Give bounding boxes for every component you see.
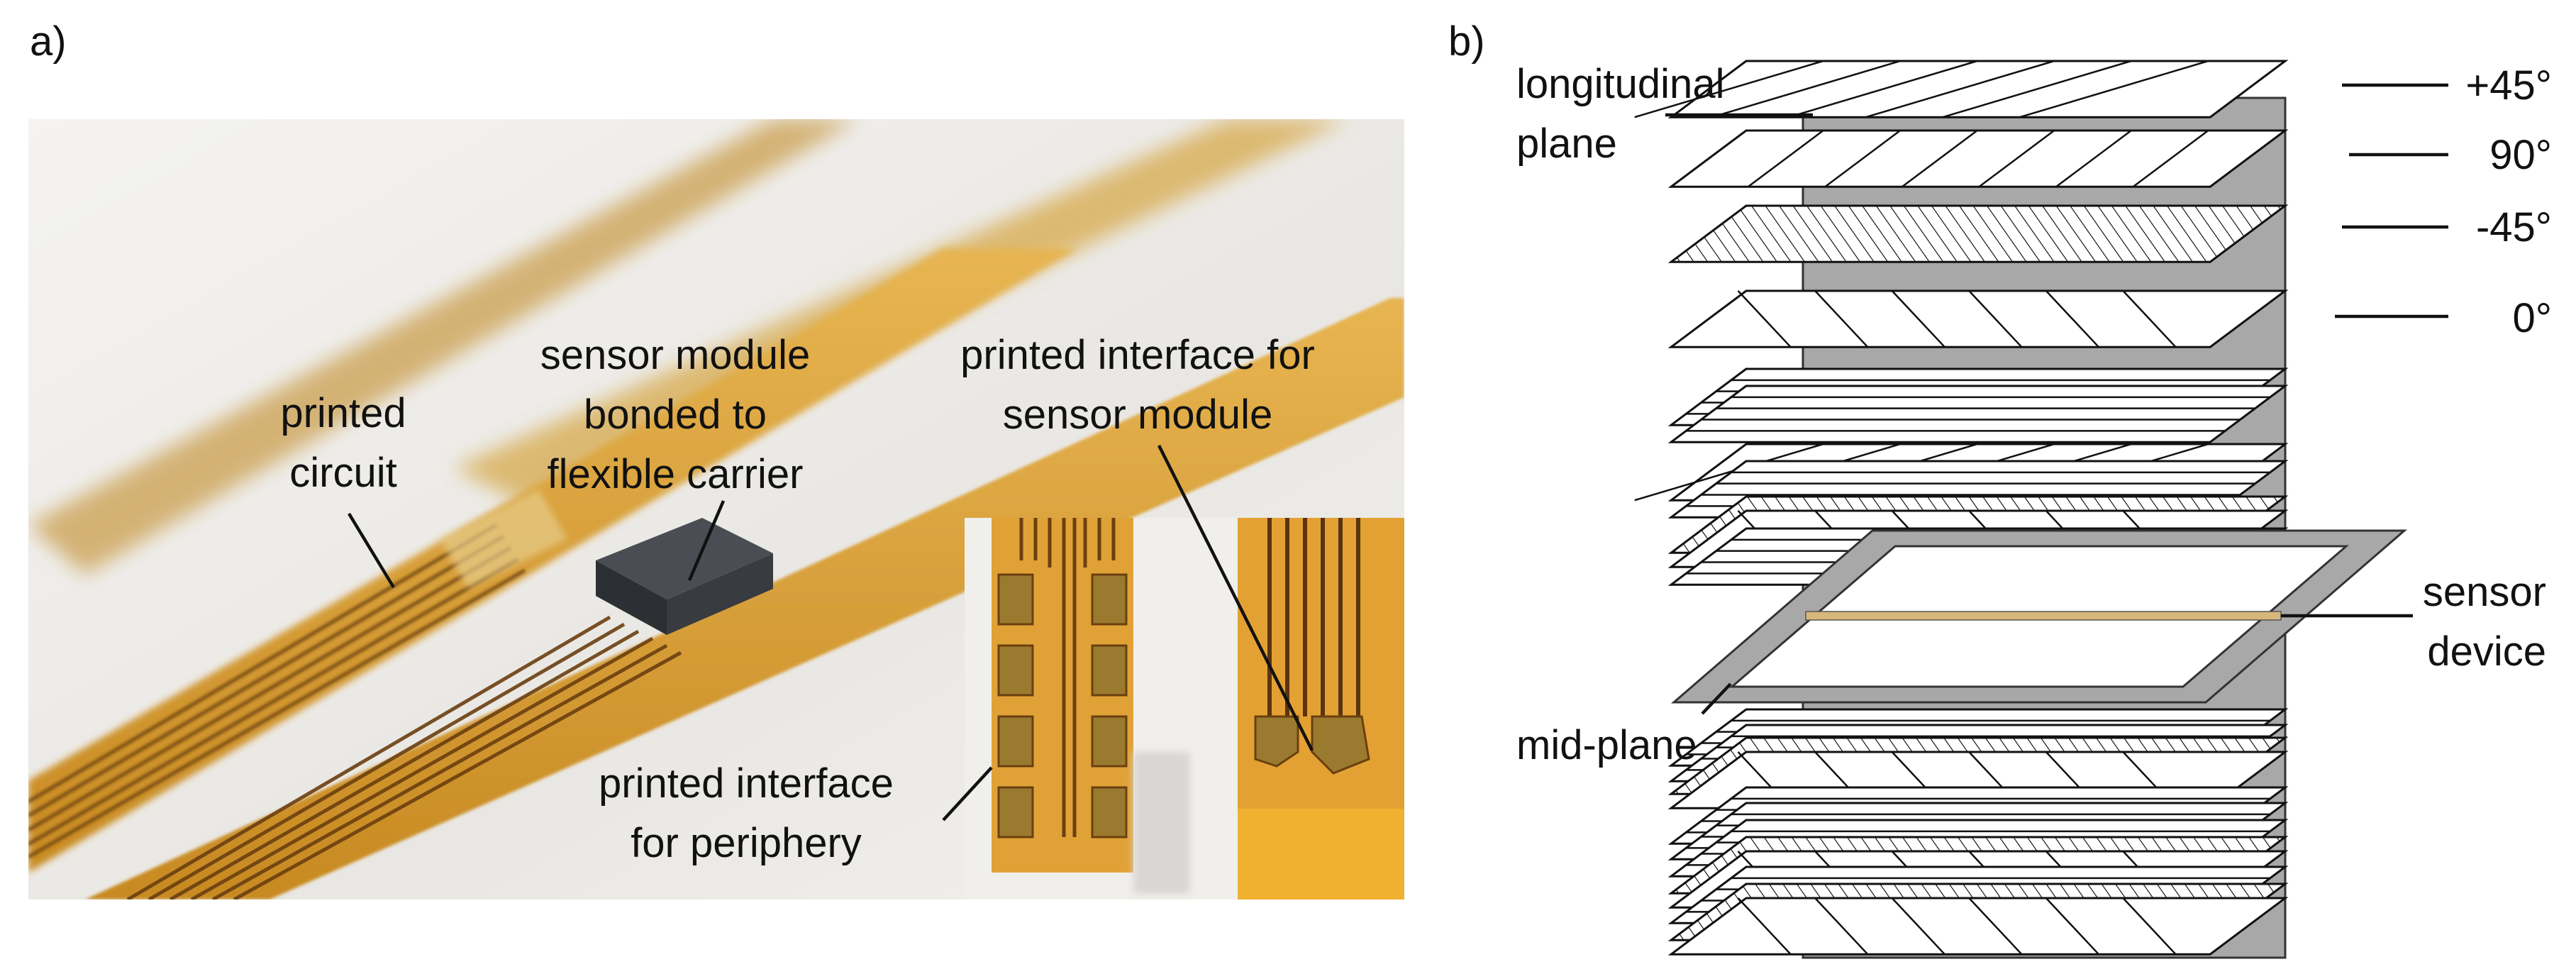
label-mid-plane: mid-plane: [1516, 722, 1697, 768]
ply-outline: [1667, 289, 2289, 348]
ply-hatch: [1788, 60, 1978, 118]
leader-mid-plane: [1701, 682, 1732, 715]
annotation-leaders-a: [348, 444, 1314, 821]
ply-hatch: [1942, 60, 2132, 118]
ply-layer: [1667, 289, 2289, 348]
ply-hatch: [1747, 129, 1824, 188]
annotation-interface-periphery: printed interface for periphery: [599, 760, 894, 866]
ply-layer: [1667, 897, 2289, 956]
label-angle-m45: -45°: [2476, 204, 2552, 250]
ply-layer: [1667, 129, 2289, 188]
label-circuit: circuit: [289, 450, 396, 496]
label-angle-0: 0°: [2513, 295, 2552, 341]
ply-hatch: [2122, 290, 2177, 348]
ply-outline: [1667, 384, 2289, 443]
circuit-traces-front: [126, 615, 682, 900]
ply-hatch: [2132, 129, 2209, 188]
ply-hatch: [1634, 60, 1823, 118]
label-sensor: sensor: [2423, 569, 2546, 615]
ply-hatch: [1891, 897, 1945, 956]
ply-hatch: [1865, 60, 2055, 118]
ply-hatch: [1634, 443, 1823, 502]
ply-layer: [1667, 204, 2289, 263]
label-angle-90: 90°: [2489, 132, 2552, 178]
chip-top: [596, 518, 773, 599]
ply-outline: [1667, 897, 2289, 956]
ply-hatch: [1737, 897, 1792, 956]
circuit-traces-middle: [28, 523, 526, 859]
annotation-leaders-b: [1665, 83, 2448, 715]
label-bonded-to: bonded to: [584, 392, 767, 438]
ply-hatch: [2122, 897, 2177, 956]
annotation-interface-sensor: printed interface for sensor module: [960, 332, 1315, 438]
label-flexible-carrier: flexible carrier: [548, 451, 804, 497]
flex-strip-middle: [28, 248, 1078, 873]
ply-stack: [1634, 60, 2289, 956]
leader-printed-circuit: [348, 512, 395, 589]
annotation-printed-circuit: printed circuit: [280, 390, 406, 496]
leader-interface-sensor: [1157, 444, 1314, 752]
ply-hatch: [1824, 129, 1901, 188]
label-printed-interface-for: printed interface for: [960, 332, 1315, 378]
ply-hatch: [2055, 129, 2132, 188]
annotation-sensor-module: sensor module bonded to flexible carrier: [540, 332, 810, 497]
ply-hatch: [1968, 290, 2023, 348]
ply-outline: [1667, 204, 2289, 263]
ply-layer: [1667, 384, 2289, 443]
leader-sensor-module: [687, 500, 726, 581]
ply-hatch: [1978, 129, 2055, 188]
ply-hatch: [1814, 897, 1869, 956]
labels-b: longitudinal plane mid-plane sensor devi…: [1516, 61, 2552, 768]
photo-panel: [28, 119, 1404, 900]
label-device: device: [2427, 629, 2546, 675]
label-printed: printed: [280, 390, 406, 436]
ply-hatch: [2045, 290, 2099, 348]
inset-sensor-interface-photo: [1238, 518, 1404, 900]
panel-a-label: a): [30, 18, 67, 65]
ply-hatch: [2045, 897, 2099, 956]
ply-hatch: [1737, 290, 1792, 348]
label-sensor-module: sensor module: [540, 332, 810, 378]
ply-outline: [1667, 60, 2289, 118]
ply-hatch: [1902, 129, 1978, 188]
panel-b-label: b): [1448, 18, 1485, 65]
label-printed-interface: printed interface: [599, 760, 894, 807]
ply-hatch: [1711, 60, 1901, 118]
ply-layer: [1634, 60, 2289, 118]
ply-hatch: [2019, 60, 2209, 118]
chip-side: [667, 553, 773, 635]
label-longitudinal: longitudinal: [1516, 61, 1724, 107]
ply-hatch: [1968, 897, 2023, 956]
label-for-periphery: for periphery: [631, 820, 862, 866]
label-plane: plane: [1516, 121, 1617, 167]
chip-front: [596, 560, 667, 635]
sensor-chip: [596, 518, 773, 635]
label-angle-p45: +45°: [2465, 62, 2552, 109]
ply-hatch: [1891, 290, 1945, 348]
sensor-device-strip: [1805, 611, 2282, 621]
leader-interface-periphery: [942, 766, 993, 821]
ply-hatch: [1814, 290, 1869, 348]
ply-outline: [1667, 129, 2289, 188]
flex-strip-far-left: [28, 119, 858, 575]
pad-area-blurred: [440, 489, 567, 589]
mid-plane-frame: [1670, 529, 2408, 704]
label-sensor-module-2: sensor module: [1003, 392, 1272, 438]
